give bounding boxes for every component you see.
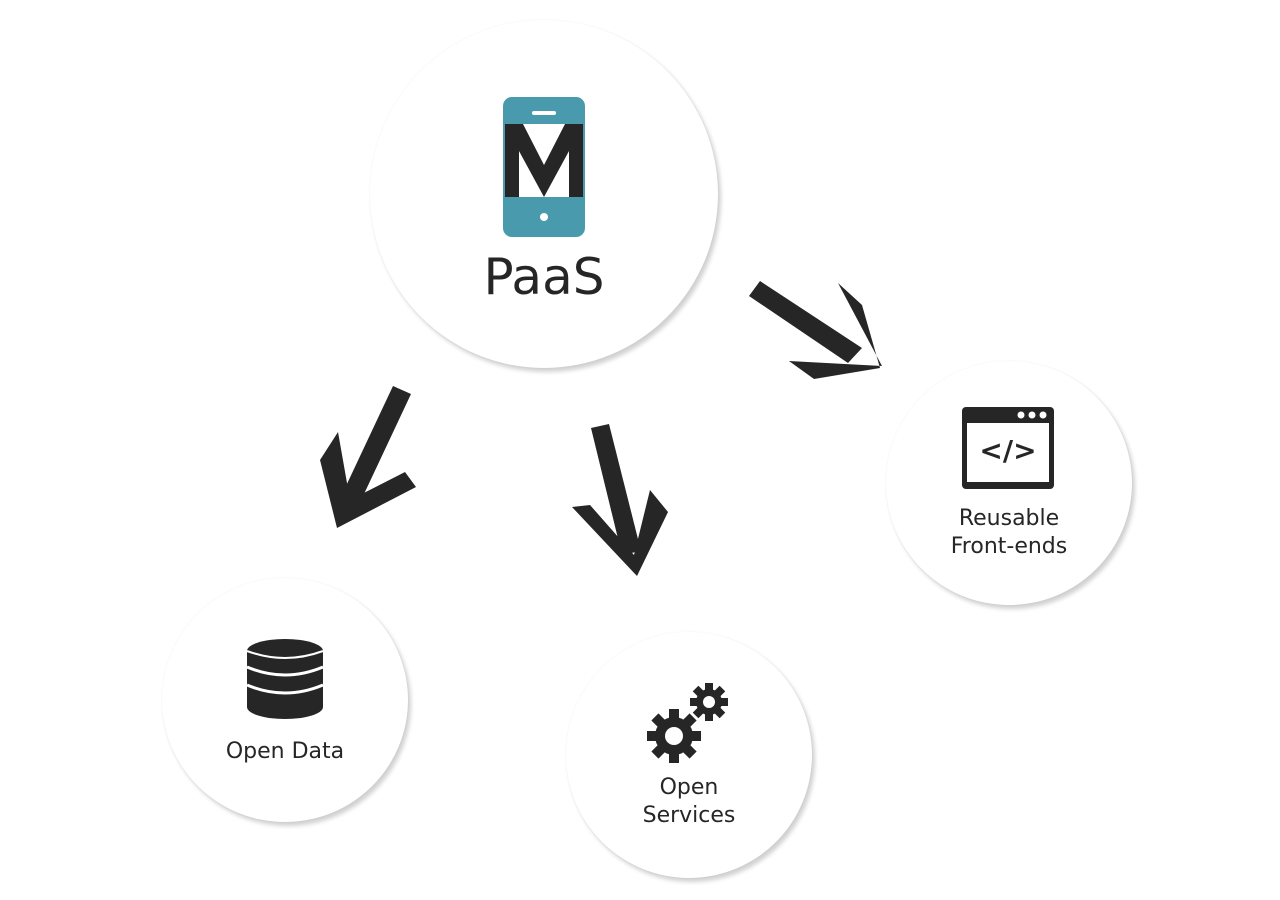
open-data-label: Open Data xyxy=(225,739,345,764)
database-icon xyxy=(246,639,324,719)
paas-title: PaaS xyxy=(483,248,605,306)
code-window-icon: </> xyxy=(962,407,1054,489)
frontends-label: Reusable Front-ends xyxy=(886,505,1132,561)
open-services-node: Open Services xyxy=(566,632,812,878)
open-data-node: Open Data xyxy=(162,578,408,822)
services-label-line2: Services xyxy=(642,803,736,828)
frontends-label-line1: Reusable xyxy=(958,506,1060,531)
arrow-to-open-services xyxy=(572,424,668,576)
open-services-label: Open Services xyxy=(566,774,812,830)
reusable-frontends-node: </> Reusable Front-ends xyxy=(886,361,1132,605)
gears-icon xyxy=(647,683,728,763)
mobile-m-logo-icon xyxy=(503,97,585,237)
arrow-to-open-data xyxy=(320,386,416,528)
services-label-line1: Open xyxy=(659,775,719,800)
arrow-to-frontends xyxy=(749,281,882,379)
svg-text:</>: </> xyxy=(979,434,1036,467)
frontends-label-line2: Front-ends xyxy=(950,534,1068,559)
paas-hub-node: PaaS xyxy=(370,20,718,368)
